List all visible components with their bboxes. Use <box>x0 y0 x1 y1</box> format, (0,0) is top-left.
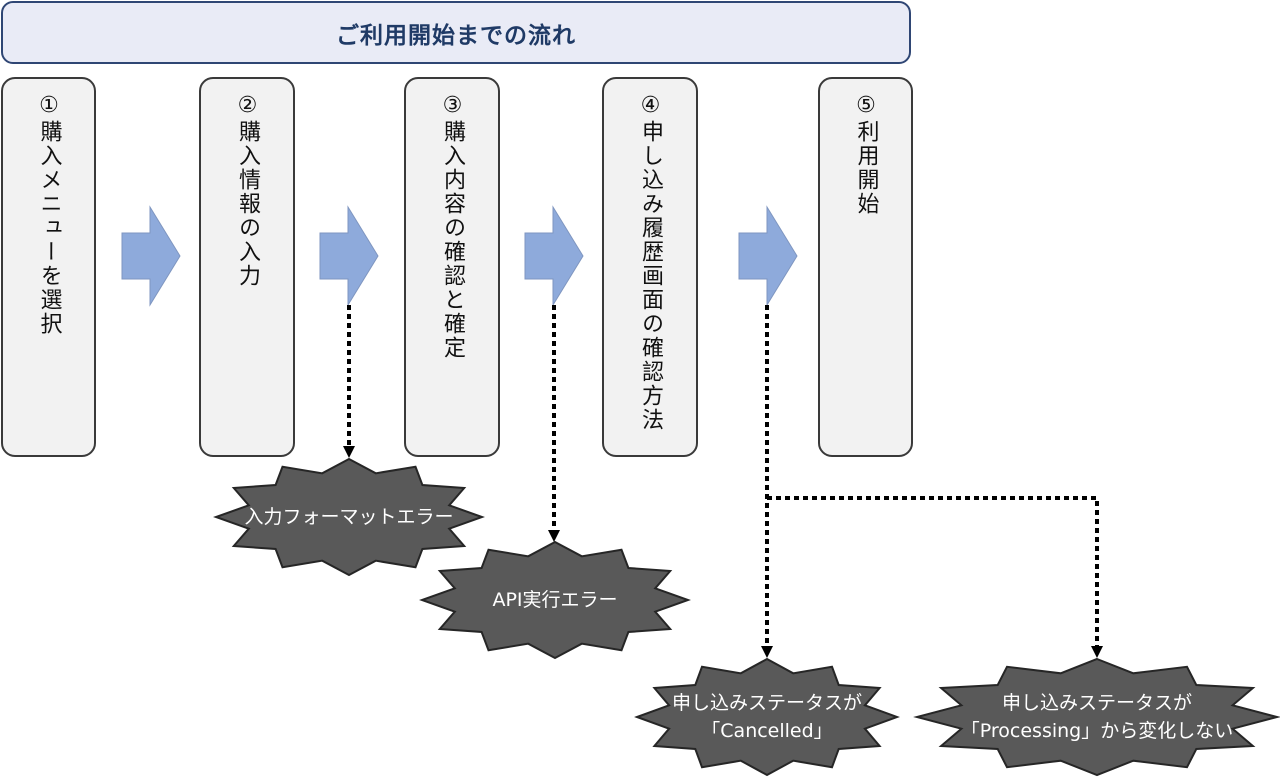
connector-processing <box>767 496 1099 652</box>
arrowhead-api-error <box>548 530 560 542</box>
arrowhead-processing <box>1091 646 1103 658</box>
error-input-format: 入力フォーマットエラー <box>244 503 453 531</box>
step-1-box: ①購入メニューを選択 <box>1 77 96 457</box>
error-api-execution-line1: API実行エラー <box>492 589 618 611</box>
error-input-format-line1: 入力フォーマットエラー <box>244 506 454 528</box>
flow-arrow-4 <box>738 205 798 307</box>
flow-arrow-1 <box>121 205 181 307</box>
flow-arrow-3 <box>524 205 584 307</box>
error-api-execution: API実行エラー <box>492 586 617 614</box>
flow-arrow-2 <box>319 205 379 307</box>
step-2-label: ②購入情報の入力 <box>235 93 260 288</box>
error-status-cancelled-line2: 「Cancelled」 <box>701 720 833 742</box>
burst-cancelled <box>634 657 900 777</box>
step-5-box: ⑤利用開始 <box>818 77 913 457</box>
burst-input-format <box>213 457 485 577</box>
burst-processing <box>913 657 1280 777</box>
error-status-processing-line2: 「Processing」から変化しない <box>960 720 1234 742</box>
error-status-processing-line1: 申し込みステータスが <box>1001 692 1192 714</box>
step-4-label: ④申し込み履歴画面の確認方法 <box>638 93 663 432</box>
flow-title-text: ご利用開始までの流れ <box>336 22 576 49</box>
step-5-label: ⑤利用開始 <box>853 93 879 216</box>
step-2-box: ②購入情報の入力 <box>199 77 295 457</box>
error-status-cancelled-line1: 申し込みステータスが <box>671 692 863 714</box>
arrowhead-cancelled <box>761 646 773 658</box>
flow-title: ご利用開始までの流れ <box>1 1 911 64</box>
error-status-cancelled: 申し込みステータスが 「Cancelled」 <box>672 689 862 745</box>
step-3-box: ③購入内容の確認と確定 <box>404 77 500 457</box>
step-3-label: ③購入内容の確認と確定 <box>440 93 465 360</box>
step-4-box: ④申し込み履歴画面の確認方法 <box>602 77 698 457</box>
burst-api-execution <box>419 540 691 660</box>
error-status-processing: 申し込みステータスが 「Processing」から変化しない <box>961 689 1233 745</box>
step-1-label: ①購入メニューを選択 <box>36 93 62 336</box>
arrowhead-input-error <box>343 446 355 458</box>
